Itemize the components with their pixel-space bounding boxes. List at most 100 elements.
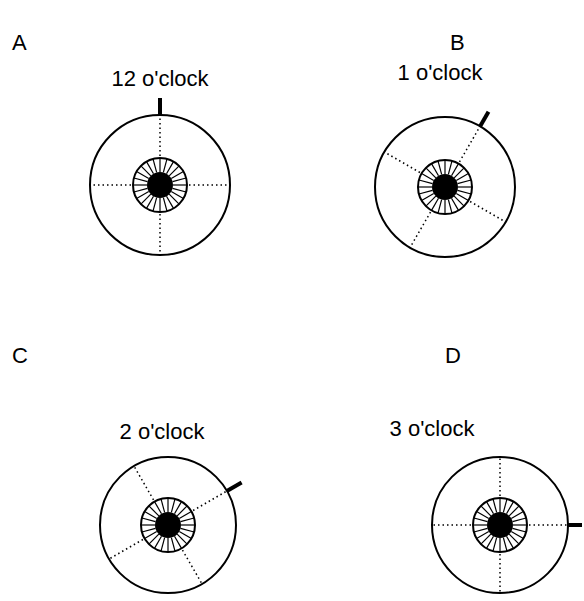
iris-outline [141,498,195,552]
meridian-line [183,550,203,584]
meridian-line [470,202,506,223]
iris-hatch [134,188,148,192]
meridian-line [460,126,481,162]
iris-hatch [513,524,527,525]
iris-hatch [474,528,488,532]
iris-hatch [141,524,155,525]
iris-hatch [181,528,195,532]
iris-hatch [473,524,487,525]
iris-hatch [159,158,160,172]
iris-hatch [161,538,165,552]
iris-hatch [142,518,156,522]
iris-hatch [181,524,195,525]
meridian-line [529,524,568,526]
clock-label: 1 o'clock [398,60,483,85]
iris-outline [418,160,472,214]
iris-hatch [458,190,472,194]
iris-hatch [503,538,507,552]
panel-letter: C [12,343,28,368]
iris-hatch [493,499,497,513]
iris-hatch [159,198,160,212]
meridian-line [159,115,161,156]
eye-outline [432,457,568,593]
iris-hatch [444,160,445,174]
meridian-line [410,212,431,248]
iris-hatch [432,164,439,176]
iris-hatch [171,538,175,552]
iris-hatch [155,502,162,514]
iris-hatch [418,186,432,187]
iris-hatch [499,498,500,512]
iris-hatch [181,518,195,522]
iris-hatch [173,178,187,182]
iris-hatch [167,538,168,552]
iris-hatch [147,162,154,174]
iris-hatch [511,512,523,519]
iris-hatch [167,196,174,208]
pupil [155,512,181,538]
iris-hatch [438,161,442,175]
clock-mark [480,112,489,127]
iris-hatch [438,200,442,214]
eye-figure [100,457,242,593]
eye-outline [375,117,515,257]
iris-hatch [171,499,175,513]
meridian-line [134,466,154,500]
eye-outline [100,457,236,593]
meridian-line [159,214,161,255]
iris-hatch [452,198,459,210]
iris-hatch [458,186,472,187]
iris-hatch [173,184,187,185]
iris-hatch [153,198,157,212]
iris-hatch [134,178,148,182]
iris-hatch [175,536,182,548]
iris-hatch [507,536,514,548]
iris-hatch [474,518,488,522]
clock-mark [568,523,582,527]
meridian-line [384,152,420,173]
panel-letter: D [445,343,461,368]
iris-hatch [171,172,183,179]
meridian-line [109,540,143,560]
iris-hatch [173,188,187,192]
meridian-line [499,554,501,593]
iris-hatch [493,538,497,552]
clock-mark [227,483,242,492]
iris-outline [473,498,527,552]
pupil [147,172,173,198]
meridian-line [90,184,131,186]
iris-hatch [487,502,494,514]
panel-letter: B [450,30,465,55]
iris-hatch [513,528,527,532]
meridian-line [499,457,501,496]
iris-hatch [422,194,434,201]
iris-hatch [448,200,452,214]
iris-hatch [513,518,527,522]
iris-hatch [167,498,168,512]
panel-letter: A [12,30,27,55]
iris-hatch [499,538,500,552]
pupil [487,512,513,538]
iris-hatch [137,192,149,199]
meridian-line [189,184,230,186]
clock-mark [158,98,162,115]
eye-outline [90,115,230,255]
eye-figure [90,98,230,255]
iris-hatch [163,198,167,212]
clock-label: 2 o'clock [120,419,205,444]
iris-hatch [179,512,191,519]
iris-outline [133,158,187,212]
iris-hatch [448,161,452,175]
iris-hatch [133,184,147,185]
eye-figure [375,112,515,257]
pupil [432,174,458,200]
clock-label: 3 o'clock [390,416,475,441]
clock-label: 12 o'clock [111,66,208,91]
iris-hatch [419,180,433,184]
eye-figure [432,457,582,593]
iris-hatch [444,200,445,214]
iris-hatch [145,532,157,539]
meridian-line [193,491,227,511]
iris-hatch [503,499,507,513]
